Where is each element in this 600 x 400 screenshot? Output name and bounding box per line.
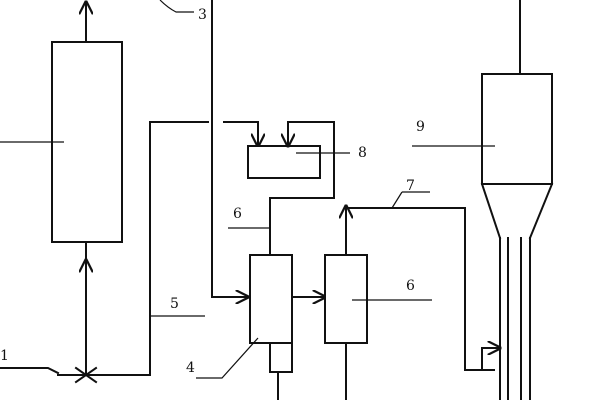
line-7-tick [391,191,403,209]
line-3 [211,0,248,297]
tower-9-cone-right [528,182,554,240]
label-1: 1 [0,348,9,364]
line-5-to-unit-8 [223,121,258,146]
tower-9-vessel [481,73,553,185]
unit-6-vessel [324,254,368,344]
line-3-leader [159,0,194,13]
line-7 [345,207,495,371]
line-5 [149,121,209,376]
label-4: 4 [186,360,195,376]
label-5: 5 [170,296,179,312]
label-9: 9 [416,119,425,135]
label-6-upper: 6 [233,206,242,222]
line-7-riser-inlet [481,348,500,371]
tower-9-cone-left [480,182,502,240]
inlet-line-1 [0,367,60,375]
label-6-right: 6 [406,278,415,294]
unit-4-bottom-loop [269,342,293,373]
unit-4-vessel [249,254,293,344]
unit-4-to-unit-8 [269,197,326,256]
unit-8-vessel [247,145,321,179]
unit-8-recycle [288,121,335,199]
label-7: 7 [406,178,415,194]
label-8: 8 [358,145,367,161]
unit-4-leader [196,337,259,379]
label-3: 3 [198,7,207,23]
